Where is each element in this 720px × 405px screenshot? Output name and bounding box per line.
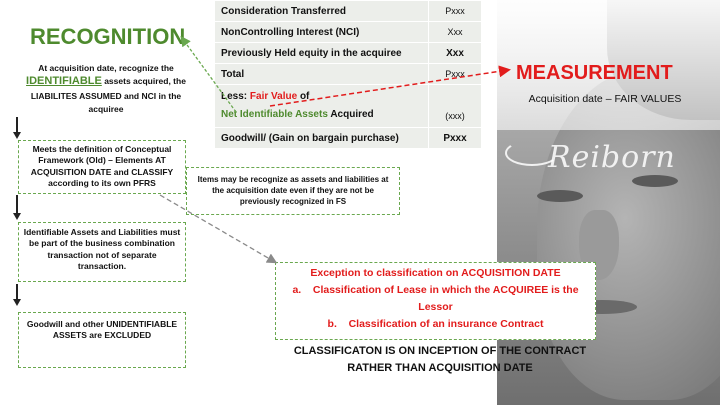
flow-arrow-line xyxy=(16,117,18,135)
step-box-3: Goodwill and other UNIDENTIFIABLE ASSETS… xyxy=(18,312,186,368)
watermark-swoosh-icon xyxy=(505,140,559,166)
row-label: Previously Held equity in the acquiree xyxy=(215,42,429,64)
row-amount: Xxx xyxy=(428,42,481,64)
flow-arrow-head-icon xyxy=(13,213,21,220)
net-identifiable-assets-text: Net Identifiable Assets xyxy=(221,109,328,120)
table-row: NonControlling Interest (NCI) Xxx xyxy=(215,21,481,43)
exception-item-b: b. Classification of an insurance Contra… xyxy=(276,316,595,333)
flow-arrow-line xyxy=(16,195,18,215)
acquired-text: Acquired xyxy=(330,109,374,120)
row-label-less: Less: Fair Value of Net Identifiable Ass… xyxy=(215,84,429,128)
exception-title: Exception to classification on ACQUISITI… xyxy=(310,267,561,279)
row-label: Total xyxy=(215,63,429,85)
exception-item-a: a. Classification of Lease in which the … xyxy=(276,282,595,316)
row-amount: Pxxx xyxy=(428,0,481,22)
item-marker: a. xyxy=(292,284,302,296)
flow-arrow-head-icon xyxy=(13,299,21,306)
recognition-title: RECOGNITION xyxy=(30,24,186,49)
table-row: Total Pxxx xyxy=(215,63,481,85)
recognition-text: At acquisition date, recognize the IDENT… xyxy=(20,62,192,115)
measurement-subtitle: Acquisition date – FAIR VALUES xyxy=(528,93,682,105)
item-text: Classification of Lease in which the ACQ… xyxy=(312,284,579,313)
item-marker: b. xyxy=(327,318,337,330)
measurement-table: Consideration Transferred Pxxx NonContro… xyxy=(215,0,481,148)
flow-arrow-head-icon xyxy=(13,132,21,139)
row-label: Consideration Transferred xyxy=(215,0,429,22)
row-amount: Pxxx xyxy=(428,127,481,148)
of-text: of xyxy=(299,91,310,102)
eye-shape xyxy=(632,175,678,187)
row-amount: Xxx xyxy=(428,21,481,43)
item-text: Classification of an insurance Contract xyxy=(348,318,544,330)
row-amount: (xxx) xyxy=(428,84,481,128)
row-amount: Pxxx xyxy=(428,63,481,85)
exception-box: Exception to classification on ACQUISITI… xyxy=(275,262,596,340)
table-row: Previously Held equity in the acquiree X… xyxy=(215,42,481,64)
side-note-box: Items may be recognize as assets and lia… xyxy=(186,167,400,215)
table-row: Goodwill/ (Gain on bargain purchase) Pxx… xyxy=(215,127,481,148)
classification-note: CLASSIFICATON IS ON INCEPTION OF THE CON… xyxy=(293,345,587,374)
row-label: NonControlling Interest (NCI) xyxy=(215,21,429,43)
less-text: Less: xyxy=(221,91,248,102)
table-row: Consideration Transferred Pxxx xyxy=(215,0,481,22)
photo-fade xyxy=(497,0,720,130)
flow-arrow-line xyxy=(16,284,18,302)
recognition-text-after: assets acquired, the LIABILITES ASSUMED … xyxy=(30,76,186,114)
measurement-title: MEASUREMENT xyxy=(516,62,673,84)
step-box-1: Meets the definition of Conceptual Frame… xyxy=(18,140,186,194)
eye-shape xyxy=(537,190,583,202)
identifiable-keyword: IDENTIFIABLE xyxy=(26,75,102,88)
step-box-2: Identifiable Assets and Liabilities must… xyxy=(18,222,186,282)
row-label: Goodwill/ (Gain on bargain purchase) xyxy=(215,127,429,148)
recognition-text-before: At acquisition date, recognize the xyxy=(38,63,174,73)
watermark-text: Reiborn xyxy=(548,140,676,175)
table-row: Less: Fair Value of Net Identifiable Ass… xyxy=(215,84,481,128)
fair-value-text: Fair Value xyxy=(249,91,298,102)
